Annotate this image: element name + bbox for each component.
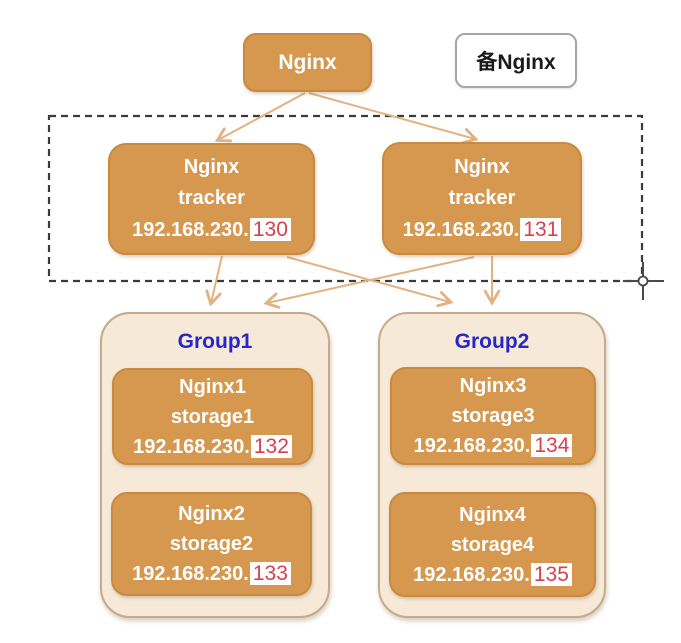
group2-container: Group2 Nginx3 storage3 192.168.230.134 N… [378,312,606,618]
node-tracker-130: Nginx tracker 192.168.230.130 [108,143,315,255]
ip-suffix-highlight: 132 [250,434,292,458]
group2-title: Group2 [454,330,530,353]
ip-suffix-highlight: 130 [249,218,291,241]
node-role: storage3 [451,405,535,427]
node-storage3-134: Nginx3 storage3 192.168.230.134 [390,367,596,465]
ip-prefix: 192.168.230. [133,435,250,458]
edge-tracker2-to-group1 [263,256,475,309]
node-label: 备Nginx [476,50,556,74]
crosshair-cursor [623,262,664,300]
node-ip: 192.168.230.135 [413,560,572,590]
group1-title: Group1 [177,330,253,353]
group1-container: Group1 Nginx1 storage1 192.168.230.132 N… [100,312,330,618]
edge-lines [205,92,501,309]
ha-boundary-dashed-rect [47,114,644,283]
ip-prefix: 192.168.230. [413,563,530,586]
node-ip: 192.168.230.133 [132,559,291,589]
ip-prefix: 192.168.230. [413,435,531,457]
ip-suffix-highlight: 133 [249,562,291,585]
node-role: storage1 [170,405,255,428]
node-name: Nginx1 [179,375,246,398]
node-role: storage4 [450,533,535,556]
node-nginx-backup: 备Nginx [455,33,577,88]
node-storage1-132: Nginx1 storage1 192.168.230.132 [112,368,313,465]
node-name: Nginx3 [459,375,527,397]
node-ip: 192.168.230.130 [132,214,291,246]
node-role: storage2 [169,533,254,555]
ip-prefix: 192.168.230. [402,218,520,241]
ip-suffix-highlight: 134 [531,434,573,457]
edge-tracker1-to-group1 [205,255,223,307]
node-tracker-131: Nginx tracker 192.168.230.131 [382,142,582,255]
node-role: tracker [178,187,245,209]
node-name: Nginx [183,156,240,178]
node-storage2-133: Nginx2 storage2 192.168.230.133 [111,492,312,596]
node-name: Nginx [454,155,510,178]
node-ip: 192.168.230.131 [403,214,562,246]
node-ip: 192.168.230.132 [133,432,292,462]
ip-prefix: 192.168.230. [132,219,249,241]
node-label: Nginx [278,50,337,74]
node-storage4-135: Nginx4 storage4 192.168.230.135 [389,492,596,597]
ip-suffix-highlight: 131 [520,217,562,241]
node-name: Nginx2 [178,503,245,525]
node-name: Nginx4 [459,503,526,526]
node-role: tracker [448,186,516,209]
edge-main-to-tracker2 [308,92,479,145]
edge-main-to-tracker1 [214,92,306,143]
node-nginx-main: Nginx [243,33,372,92]
ip-prefix: 192.168.230. [132,563,249,585]
node-ip: 192.168.230.134 [414,431,573,461]
ip-suffix-highlight: 135 [530,562,572,586]
